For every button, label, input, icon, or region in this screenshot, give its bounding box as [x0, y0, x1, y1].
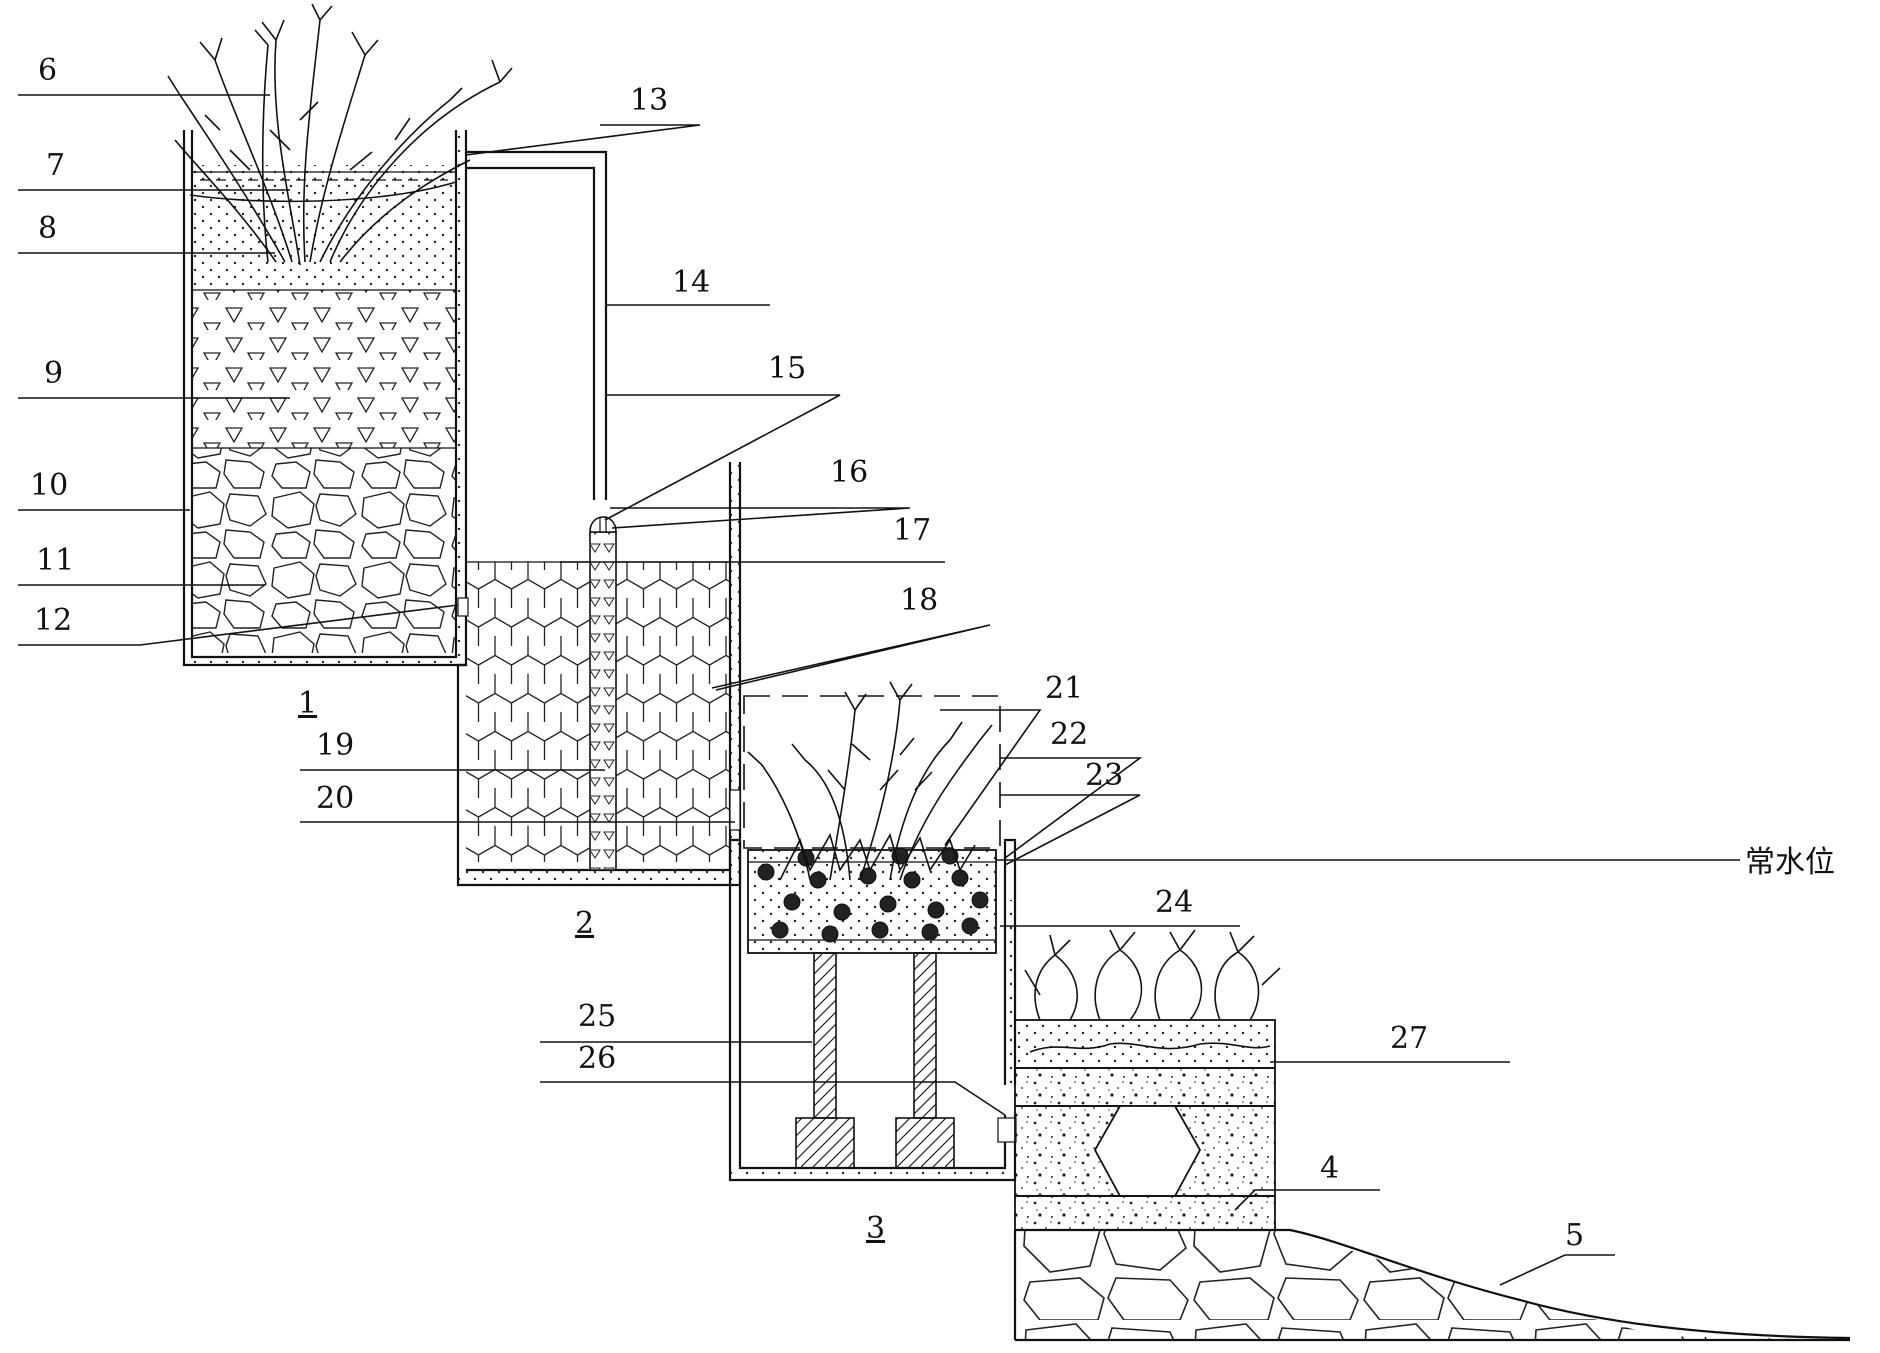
- pipe-cap-16: [590, 517, 616, 532]
- label-11: 11: [36, 543, 74, 578]
- label-15: 15: [768, 351, 806, 386]
- unit-3-wetland: [730, 682, 1016, 1180]
- layer-4-base: [1015, 1196, 1275, 1230]
- label-25: 25: [578, 999, 616, 1034]
- label-10: 10: [30, 468, 68, 503]
- label-19: 19: [316, 728, 354, 763]
- filler-ball: [784, 894, 800, 910]
- filler-ball: [952, 870, 968, 886]
- layer-27-soil: [1015, 1020, 1275, 1068]
- stone-slope-5: [1010, 1225, 1870, 1345]
- label-21: 21: [1045, 671, 1083, 706]
- unit-label-3: 3: [866, 1211, 885, 1246]
- water-level-label: 常水位: [1745, 845, 1835, 880]
- label-18: 18: [900, 583, 938, 618]
- filler-ball: [922, 924, 938, 940]
- label-6: 6: [38, 53, 57, 88]
- filler-ball: [822, 926, 838, 942]
- unit-label-2: 2: [575, 906, 594, 941]
- label-9: 9: [44, 356, 63, 391]
- plant-zone-boundary: [744, 696, 1000, 848]
- label-4: 4: [1320, 1151, 1339, 1186]
- filler-ball: [872, 922, 888, 938]
- support-footing-26a: [796, 1118, 854, 1168]
- filler-ball: [758, 864, 774, 880]
- support-post-25b: [914, 953, 936, 1118]
- label-8: 8: [38, 211, 57, 246]
- label-13: 13: [630, 83, 668, 118]
- support-footing-26b: [896, 1118, 954, 1168]
- bank-structure: [1010, 930, 1870, 1345]
- outlet-port: [998, 1118, 1016, 1142]
- label-24: 24: [1155, 885, 1193, 920]
- filler-ball: [904, 872, 920, 888]
- unit-label-1: 1: [298, 686, 317, 721]
- filler-ball: [810, 872, 826, 888]
- label-14: 14: [672, 265, 710, 300]
- label-27: 27: [1390, 1021, 1428, 1056]
- support-post-25a: [814, 953, 836, 1118]
- label-16: 16: [830, 455, 868, 490]
- label-17: 17: [893, 513, 931, 548]
- overflow-port-20: [730, 790, 740, 830]
- label-12: 12: [34, 603, 72, 638]
- label-7: 7: [46, 148, 65, 183]
- filler-ball: [972, 892, 988, 908]
- filler-ball: [962, 918, 978, 934]
- label-22: 22: [1050, 717, 1088, 752]
- filler-ball: [772, 922, 788, 938]
- label-23: 23: [1085, 758, 1123, 793]
- filler-ball: [928, 902, 944, 918]
- layer-9-gravel: [192, 290, 456, 448]
- filler-ball: [834, 904, 850, 920]
- filler-ball: [880, 896, 896, 912]
- layer-8-sand: [192, 165, 456, 290]
- label-5: 5: [1565, 1218, 1584, 1253]
- pipe-14: [466, 168, 594, 500]
- label-20: 20: [316, 781, 354, 816]
- label-26: 26: [578, 1041, 616, 1076]
